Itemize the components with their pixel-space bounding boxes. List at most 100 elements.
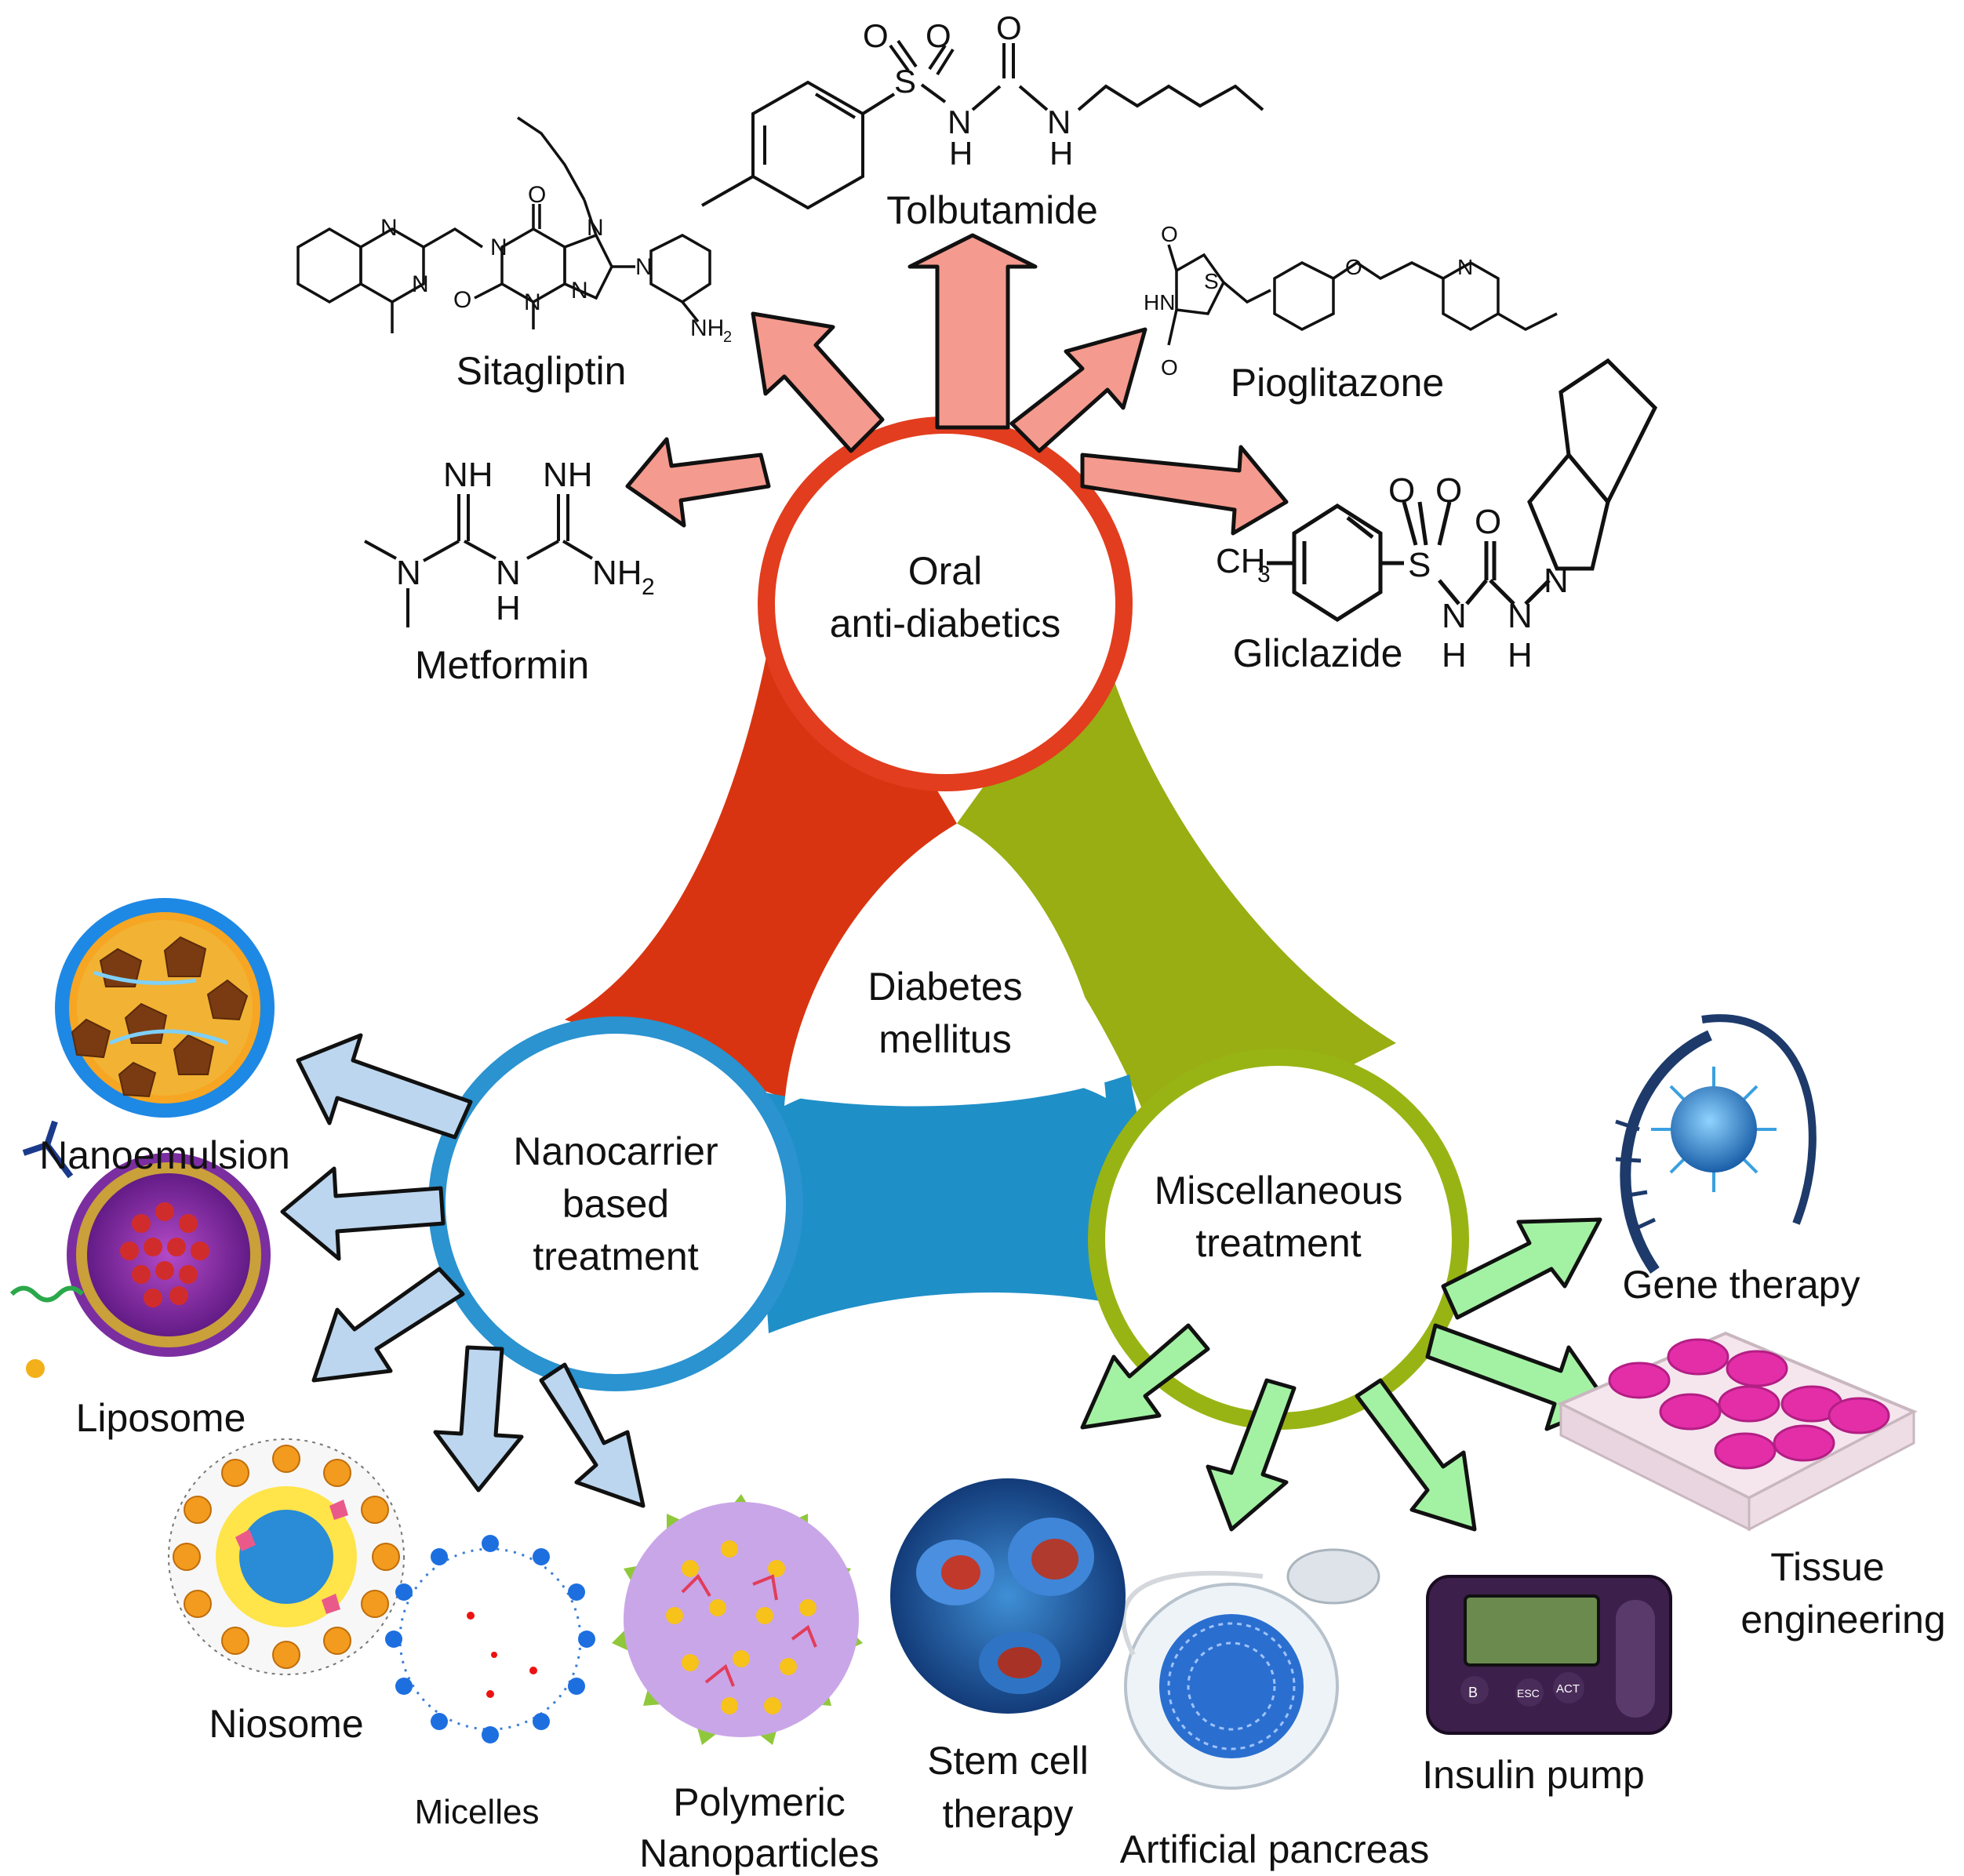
- label-insulin-pump: Insulin pump: [1422, 1753, 1645, 1797]
- atom-o: O: [996, 9, 1022, 46]
- atom-n: N: [635, 254, 653, 280]
- atom-hn: HN: [1144, 290, 1175, 314]
- arrow-to-nanoemulsion: [296, 1033, 473, 1140]
- label-tolbutamide: Tolbutamide: [886, 188, 1098, 232]
- atom-n: N: [396, 554, 421, 592]
- pump-screen: [1464, 1594, 1600, 1667]
- atom-n: N: [1457, 255, 1473, 279]
- atom-s: S: [1408, 546, 1431, 584]
- label-nanoemulsion: Nanoemulsion: [39, 1133, 290, 1177]
- arrow-to-artificial-pancreas: [1206, 1378, 1297, 1532]
- label-stem-line1: Stem cell: [927, 1739, 1089, 1783]
- atom-o: O: [1161, 355, 1178, 380]
- arrow-to-polymeric: [539, 1362, 646, 1508]
- polymeric-nanoparticle-illustration: [612, 1494, 863, 1745]
- atom-s: S: [894, 63, 916, 100]
- label-polymeric-line2: Nanoparticles: [639, 1831, 879, 1875]
- arrow-to-tolbutamide: [907, 233, 1038, 430]
- sitagliptin-atoms: N N O N O N N N N NH 2: [380, 182, 732, 346]
- atom-subscript: 2: [642, 574, 655, 600]
- label-tissue-line2: engineering: [1740, 1598, 1945, 1642]
- pump-button-b: B: [1468, 1685, 1478, 1700]
- label-micelles: Micelles: [415, 1793, 540, 1831]
- atom-h: H: [1049, 135, 1073, 172]
- tissue-engineering-illustration: [1557, 1331, 1918, 1532]
- label-liposome: Liposome: [76, 1396, 246, 1440]
- niosome-illustration: [168, 1438, 405, 1675]
- arrow-to-pioglitazone: [1009, 327, 1147, 453]
- label-sitagliptin: Sitagliptin: [456, 349, 627, 393]
- pump-button-esc: ESC: [1517, 1687, 1540, 1700]
- atom-nh: NH: [543, 456, 593, 494]
- atom-ch: CH: [1216, 542, 1266, 580]
- atom-n: N: [412, 271, 429, 297]
- antibody-ligand: [22, 1120, 74, 1179]
- nano-arrows: [280, 1033, 646, 1508]
- atom-nh: NH: [690, 315, 724, 341]
- micelles-illustration: [385, 1535, 595, 1743]
- atom-o: O: [453, 287, 471, 313]
- atom-o: O: [1475, 503, 1501, 541]
- hub-nano-line1: Nanocarrier: [513, 1129, 718, 1173]
- label-gliclazide: Gliclazide: [1233, 631, 1403, 675]
- atom-h: H: [1442, 636, 1467, 674]
- label-niosome: Niosome: [209, 1702, 363, 1746]
- center-hole: [784, 823, 1106, 1106]
- atom-n: N: [587, 215, 604, 241]
- stem-cell-illustration: [890, 1478, 1126, 1714]
- atom-h: H: [949, 135, 973, 172]
- label-gene-therapy: Gene therapy: [1623, 1263, 1860, 1307]
- oral-arrows: [625, 233, 1289, 536]
- atom-subscript: 3: [1257, 562, 1271, 587]
- sitagliptin-structure: [296, 116, 711, 333]
- atom-o: O: [1388, 471, 1415, 510]
- insulin-pump-illustration: B ESC ACT: [1426, 1575, 1672, 1735]
- label-polymeric-line1: Polymeric: [673, 1780, 845, 1824]
- metformin-atoms: NH NH N N H NH 2: [396, 456, 655, 627]
- center-label-line1: Diabetes: [867, 965, 1022, 1009]
- atom-nh: NH: [443, 456, 493, 494]
- green-connector: [957, 627, 1396, 1161]
- atom-o: O: [1161, 222, 1178, 246]
- atom-o: O: [926, 17, 951, 54]
- atom-n: N: [571, 278, 588, 304]
- atom-h: H: [1508, 636, 1533, 674]
- arrow-to-sitagliptin: [751, 311, 885, 453]
- atom-n: N: [1508, 597, 1533, 635]
- blue-connector: [753, 1074, 1177, 1333]
- hub-misc-line2: treatment: [1195, 1221, 1361, 1265]
- arrow-to-insulin-pump: [1355, 1378, 1477, 1532]
- arrow-to-niosome: [311, 1267, 465, 1383]
- atom-n: N: [947, 104, 971, 140]
- arrow-to-gene-therapy: [1441, 1217, 1602, 1320]
- gliclazide-structure: [1267, 358, 1658, 622]
- pioglitazone-structure: [1167, 244, 1558, 346]
- pioglitazone-atoms: O S HN O O N: [1144, 222, 1473, 380]
- liposome-illustration: [9, 1120, 271, 1378]
- gliclazide-atoms: CH 3 O O S O N H N H N: [1216, 471, 1569, 674]
- arrow-to-gliclazide: [1080, 445, 1289, 536]
- atom-subscript: 2: [723, 329, 732, 346]
- atom-n: N: [524, 289, 541, 315]
- atom-o: O: [1345, 255, 1362, 279]
- hub-oral-line2: anti-diabetics: [830, 602, 1061, 645]
- nanoemulsion-illustration: [55, 898, 275, 1118]
- label-stem-line2: therapy: [943, 1792, 1074, 1836]
- atom-o: O: [528, 182, 546, 208]
- atom-s: S: [1204, 269, 1219, 293]
- atom-o: O: [863, 17, 889, 54]
- hub-nano-line3: treatment: [533, 1234, 698, 1278]
- atom-n: N: [1544, 562, 1569, 600]
- label-artificial-pancreas: Artificial pancreas: [1120, 1827, 1430, 1871]
- atom-nh: NH: [592, 554, 642, 592]
- atom-n: N: [496, 554, 521, 592]
- arrow-to-liposome: [280, 1166, 446, 1261]
- artificial-pancreas-illustration: [1121, 1548, 1380, 1790]
- atom-n: N: [490, 234, 507, 260]
- atom-n: N: [380, 215, 398, 241]
- arrow-to-micelles: [433, 1345, 524, 1492]
- benzene-ring: [751, 80, 864, 210]
- hub-nano-line2: based: [562, 1182, 669, 1226]
- gene-therapy-illustration: [1615, 1014, 1817, 1274]
